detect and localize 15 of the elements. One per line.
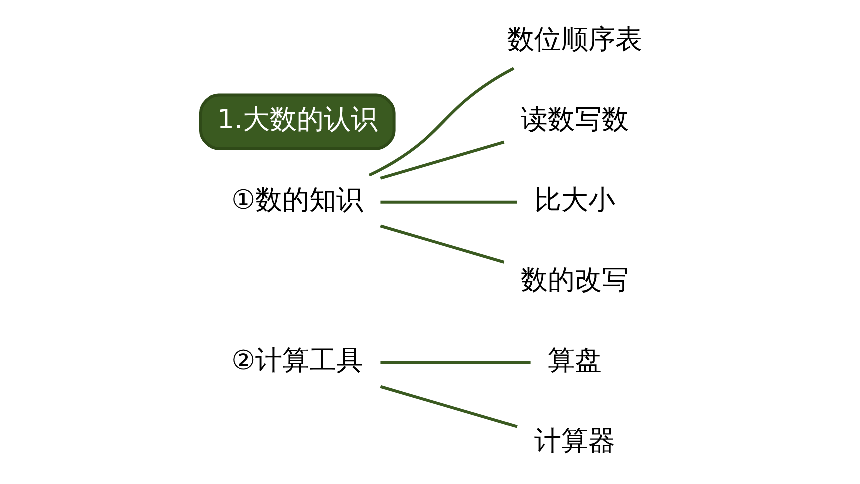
- connector: [368, 66, 515, 176]
- connector: [380, 224, 505, 264]
- connector: [380, 200, 518, 204]
- node-text: ②计算工具: [232, 345, 364, 376]
- node-text: 读数写数: [521, 104, 630, 136]
- node-text: 计算器: [534, 425, 616, 456]
- connector: [380, 384, 518, 428]
- connector: [380, 140, 505, 180]
- node-text: 比大小: [534, 184, 616, 216]
- node-text: 数位顺序表: [508, 24, 643, 55]
- node-text: ①数的知识: [232, 184, 364, 216]
- connector: [380, 360, 531, 364]
- node-text: 算盘: [548, 345, 602, 376]
- node-text: 数的改写: [521, 264, 630, 296]
- node-box: 1.大数的认识: [199, 93, 396, 150]
